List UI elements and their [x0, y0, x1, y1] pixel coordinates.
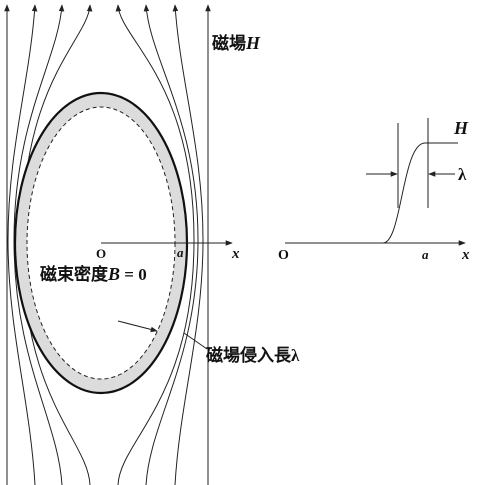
flux-density-label: 磁束密度B = 0 — [40, 264, 147, 285]
field-line — [115, 4, 195, 485]
field-line — [172, 4, 204, 485]
origin-label: O — [96, 246, 106, 261]
penetration-arrow — [117, 320, 158, 333]
field-profile-curve — [285, 142, 458, 244]
a-label: a — [177, 245, 184, 260]
field-line — [143, 4, 199, 485]
H-label: H — [453, 118, 469, 138]
field-label: 磁場H — [212, 33, 261, 54]
x-label: x — [231, 246, 240, 262]
penetration-leader — [183, 332, 208, 350]
left-axis: O a x — [96, 240, 240, 262]
origin-label: O — [278, 248, 289, 263]
penetration-label: 磁場侵入長λ — [206, 345, 300, 366]
x-label: x — [461, 247, 470, 263]
a-label: a — [422, 247, 429, 262]
profile-graph: λ H O a x — [278, 118, 470, 263]
lambda-label: λ — [458, 165, 467, 184]
field-line — [7, 4, 38, 485]
